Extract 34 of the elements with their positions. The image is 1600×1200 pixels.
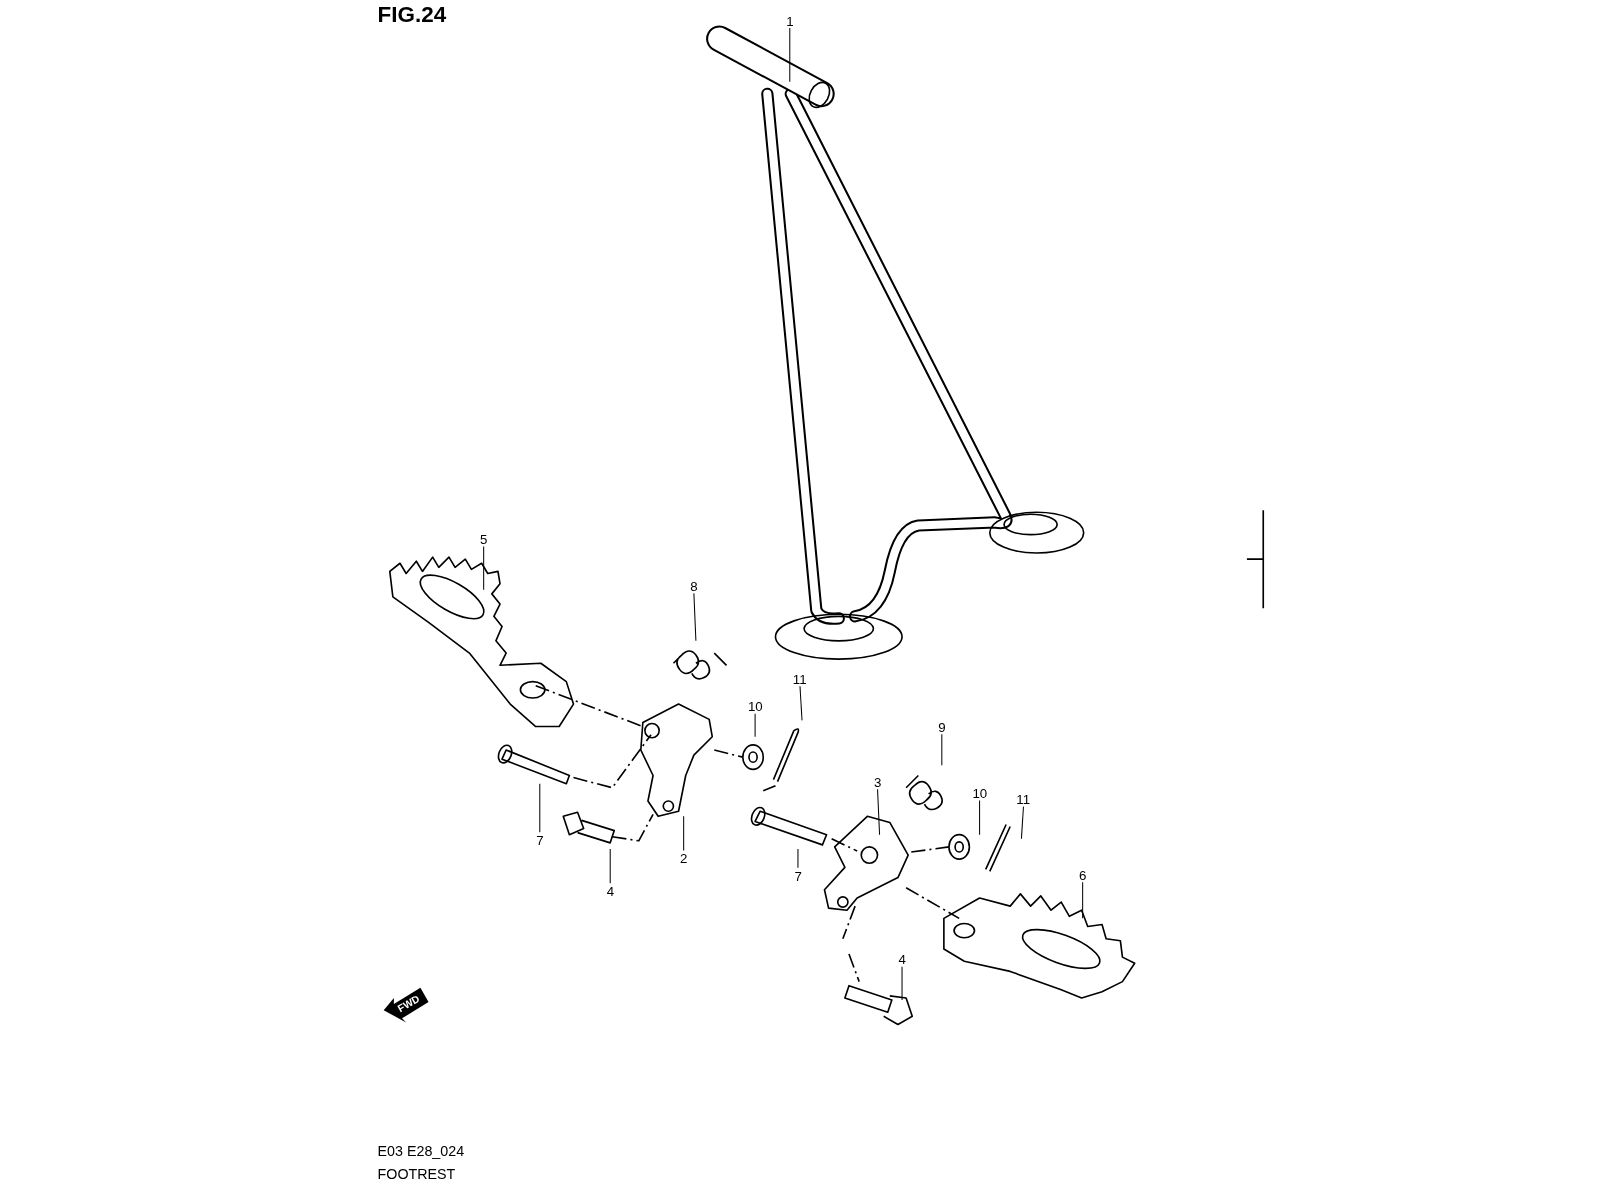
leader-line bbox=[1082, 881, 1084, 919]
callout-number: 4 bbox=[606, 883, 614, 899]
callout-number: 10 bbox=[747, 698, 763, 714]
callout-number: 7 bbox=[794, 867, 802, 884]
callout-number: 8 bbox=[690, 578, 698, 594]
leader-line bbox=[797, 848, 799, 869]
leader-line bbox=[901, 966, 903, 1001]
callout-number: 4 bbox=[898, 951, 906, 967]
callout-number: 1 bbox=[786, 12, 794, 29]
leader-line bbox=[941, 733, 943, 766]
callout-number: 11 bbox=[792, 670, 807, 687]
leader-line bbox=[683, 815, 685, 851]
leader-line bbox=[609, 848, 611, 884]
leader-line bbox=[799, 685, 803, 721]
leader-line bbox=[754, 713, 756, 738]
leader-line bbox=[789, 27, 791, 83]
leader-line bbox=[693, 592, 697, 642]
callout-number: 7 bbox=[536, 832, 544, 848]
leader-line bbox=[979, 800, 981, 836]
leader-line bbox=[877, 788, 881, 836]
callout-number: 3 bbox=[873, 773, 882, 790]
diagram-code: E03 E28_024 bbox=[377, 1142, 465, 1160]
section-label: FOOTREST bbox=[377, 1165, 456, 1182]
callout-number: 10 bbox=[972, 785, 988, 801]
callout-number: 5 bbox=[480, 531, 488, 547]
callout-number: 6 bbox=[1079, 866, 1087, 883]
callout-number: 2 bbox=[680, 850, 688, 866]
direction-label: FWD bbox=[395, 992, 422, 1015]
callout-number: 11 bbox=[1016, 791, 1031, 807]
figure-number: FIG.24 bbox=[377, 2, 447, 29]
leader-line bbox=[539, 783, 541, 833]
callout-number: 9 bbox=[938, 718, 946, 735]
leader-line bbox=[1020, 806, 1024, 840]
leader-line bbox=[483, 545, 485, 591]
